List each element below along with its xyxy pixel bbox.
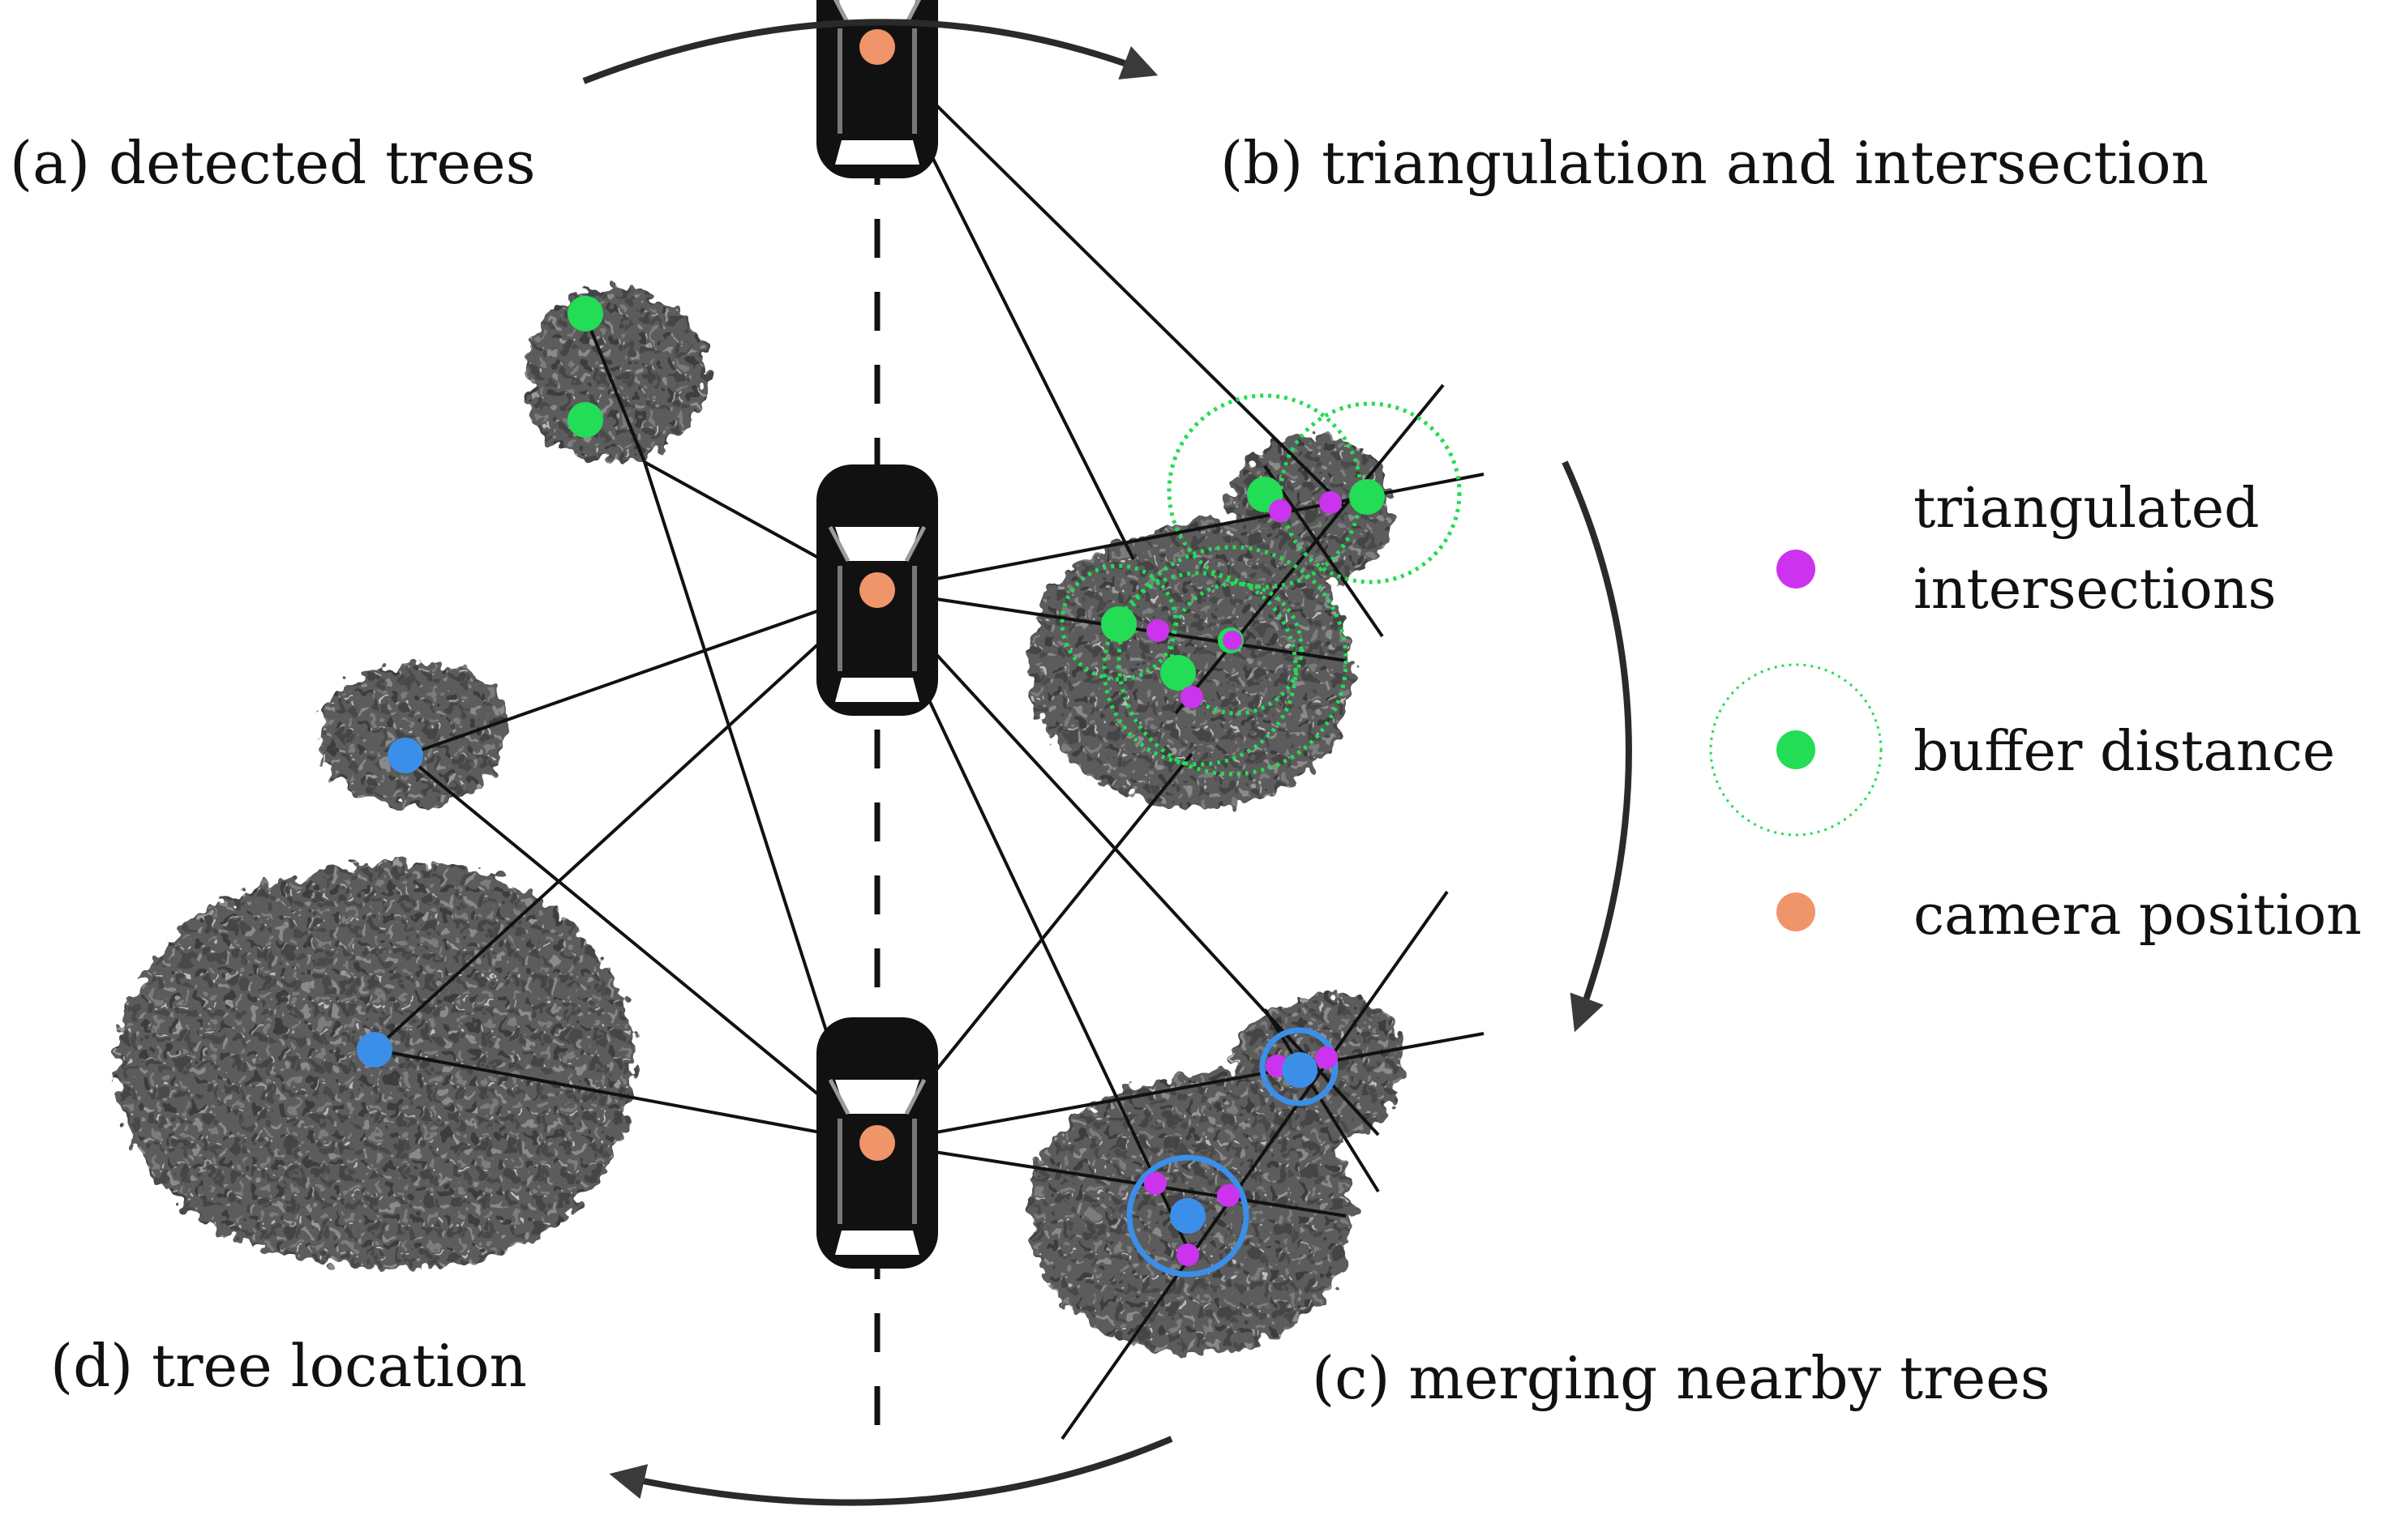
legend-buffer-swatch <box>1776 730 1815 769</box>
curved-arrow <box>582 19 1632 1506</box>
tree-location-points <box>357 738 1318 1234</box>
tree-canopy-2 <box>319 661 508 807</box>
label-triangulation: (b) triangulation and intersection <box>1220 129 2209 197</box>
tree-canopy-1 <box>526 287 707 463</box>
camera-points <box>859 29 895 1161</box>
sight-lines <box>373 45 1485 1440</box>
detected-tree-points <box>568 296 1385 691</box>
merge-circles <box>1126 1027 1339 1278</box>
legend-intersection-swatch <box>1776 550 1815 589</box>
label-merging: (c) merging nearby trees <box>1312 1344 2050 1412</box>
label-detected-trees: (a) detected trees <box>10 129 536 197</box>
label-tree-location: (d) tree location <box>50 1332 527 1400</box>
legend-buffer-circle <box>1709 663 1883 837</box>
car-icon <box>816 0 938 1269</box>
legend-camera-swatch <box>1776 892 1815 931</box>
legend-camera: camera position <box>1913 884 2362 948</box>
legend: triangulated intersections buffer distan… <box>1709 477 2362 948</box>
legend-intersections-line2: intersections <box>1913 558 2277 622</box>
intersection-points <box>1144 491 1342 1266</box>
legend-buffer: buffer distance <box>1913 720 2335 784</box>
legend-intersections-line1: triangulated <box>1913 477 2260 541</box>
